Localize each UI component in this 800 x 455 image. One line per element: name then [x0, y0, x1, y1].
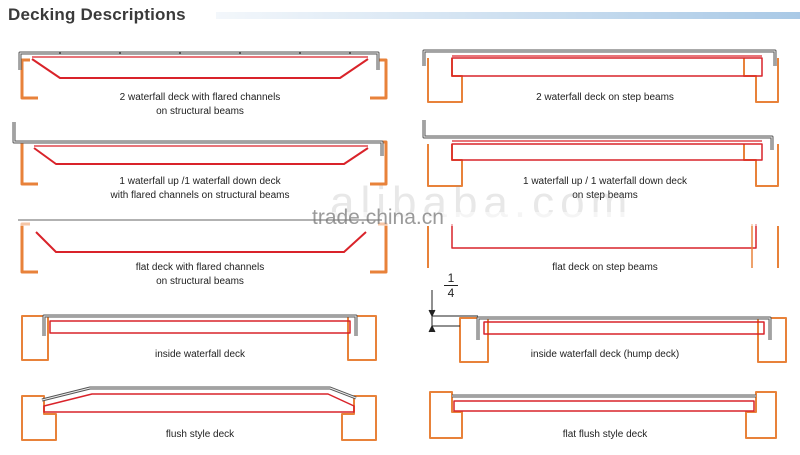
caption-1up-1down-step: 1 waterfall up / 1 waterfall down deck o… — [523, 176, 687, 201]
diagram-1up-1down-flared — [12, 122, 388, 186]
caption-1up-1down-flared: 1 waterfall up /1 waterfall down deck wi… — [110, 176, 290, 201]
diagram-inside-waterfall — [21, 314, 377, 361]
caption-inside-waterfall: inside waterfall deck — [154, 349, 246, 360]
watermark: trade.china.cn — [312, 206, 444, 229]
dimension-numerator: 1 — [447, 271, 455, 285]
caption-flush-style: flush style deck — [165, 429, 235, 440]
caption-flat-flush-style: flat flush style deck — [562, 429, 648, 440]
dimension-label: 1 4 — [444, 272, 458, 299]
caption-2-waterfall-step: 2 waterfall deck on step beams — [536, 92, 674, 103]
diagram-flat-step — [427, 224, 779, 268]
title-rule — [216, 12, 800, 19]
diagram-flush-style — [21, 386, 377, 441]
caption-2-waterfall-flared: 2 waterfall deck with flared channels on… — [119, 92, 281, 117]
diagram-flat-flush-style — [429, 391, 777, 439]
caption-flat-flared: flat deck with flared channels on struct… — [135, 262, 265, 287]
fraction-bar — [444, 285, 458, 286]
watermark-band — [0, 212, 800, 226]
diagram-inside-waterfall-hump — [428, 290, 787, 363]
diagram-2-waterfall-step — [422, 49, 779, 103]
caption-flat-step: flat deck on step beams — [552, 262, 658, 273]
page-title: Decking Descriptions — [8, 5, 186, 24]
diagram-1up-1down-step — [422, 120, 779, 187]
diagram-2-waterfall-flared — [18, 51, 388, 100]
caption-inside-waterfall-hump: inside waterfall deck (hump deck) — [530, 349, 680, 360]
dimension-denominator: 4 — [447, 286, 455, 300]
